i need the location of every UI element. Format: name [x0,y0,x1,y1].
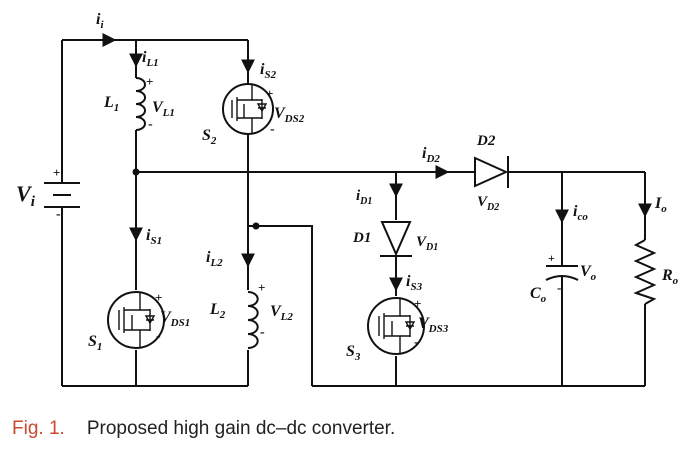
label-il2: iL2 [206,249,223,269]
dc-source: + - [44,165,80,222]
wires [61,39,646,387]
label-is3: iS3 [406,273,423,293]
label-id1: iD1 [356,188,372,207]
inductor-l2 [247,291,259,349]
switch-s2 [222,83,274,135]
label-vds2: VDS2 [274,105,305,125]
label-d2: D2 [476,133,496,149]
label-vi: Vi [16,181,36,210]
resistor-ro [633,239,657,305]
svg-text:+: + [548,251,555,265]
switch-s3 [367,297,425,355]
label-ii: ii [96,11,104,31]
label-id2: iD2 [422,145,440,165]
svg-text:-: - [156,329,161,344]
svg-text:-: - [56,207,61,222]
caption-label: Fig. 1. [12,418,65,439]
label-vd1: VD1 [416,234,438,253]
label-vl1: VL1 [152,99,175,119]
diode-d1 [380,221,412,257]
label-vo: Vo [580,263,597,283]
label-ico: ico [573,203,588,223]
inductor-l1 [135,77,146,131]
label-vl2: VL2 [270,303,293,323]
label-is2: iS2 [260,61,277,81]
svg-text:+: + [258,280,265,295]
label-io: Io [654,195,667,215]
caption-text: Proposed high gain dc–dc converter. [86,418,396,439]
label-vds3: VDS3 [418,315,449,335]
label-is1: iS1 [146,227,162,247]
label-s1: S1 [88,333,102,353]
junction-dots [132,168,260,230]
label-vds1: VDS1 [160,309,190,329]
label-s3: S3 [346,343,361,363]
current-arrows [95,33,652,292]
node-dot [132,168,140,176]
label-d1: D1 [352,230,371,246]
diode-d2 [474,156,509,188]
svg-text:+: + [266,86,273,101]
svg-text:-: - [260,325,265,340]
figure-caption: Fig. 1. Proposed high gain dc–dc converte… [12,418,395,440]
label-co: Co [530,285,547,305]
label-s2: S2 [202,127,217,147]
label-il1: iL1 [142,49,159,69]
label-l1: L1 [103,94,119,114]
svg-text:-: - [148,117,153,132]
svg-text:-: - [270,122,275,137]
svg-text:-: - [414,335,419,350]
svg-text:+: + [155,290,162,305]
polarity-signs: + - + - + - + - + - [146,74,421,350]
svg-text:+: + [414,296,421,311]
svg-text:+: + [146,74,153,89]
component-labels: Vi ii iL1 L1 VL1 iS2 VDS2 S2 iD2 D2 VD2 … [16,11,679,363]
label-ro: Ro [661,267,679,287]
capacitor-co: + - [545,251,579,295]
svg-text:-: - [557,280,561,295]
switch-s1 [107,291,165,349]
node-dot [252,222,260,230]
converter-schematic: + - + - [16,11,679,387]
label-l2: L2 [209,301,226,321]
svg-text:+: + [53,165,60,180]
label-vd2: VD2 [477,194,499,213]
